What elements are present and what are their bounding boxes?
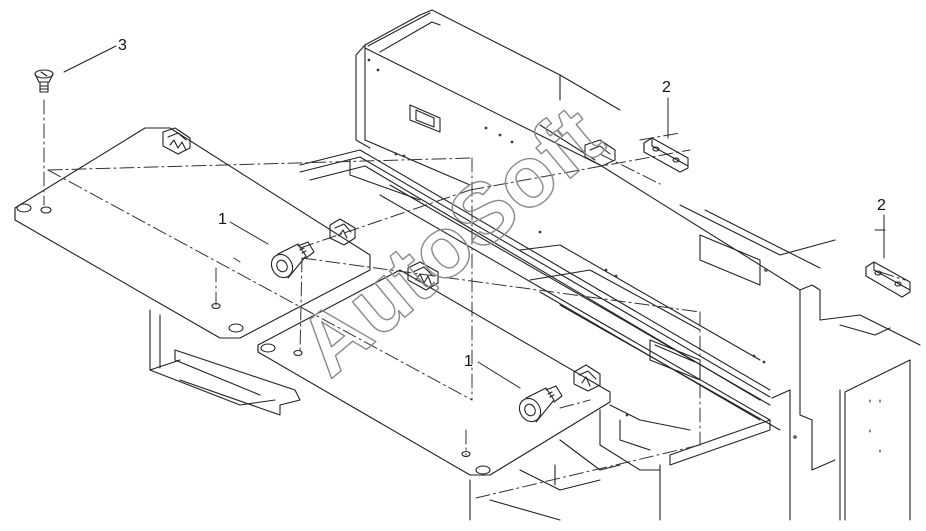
socket-bolt-lower <box>518 385 563 423</box>
hinge-brackets <box>162 127 616 392</box>
part-label-1-lower: 1 <box>464 353 473 370</box>
clip-plate-right <box>865 261 911 298</box>
part-label-2-upper: 2 <box>662 79 671 96</box>
part-label-3: 3 <box>118 37 127 54</box>
part-label-1-upper: 1 <box>218 211 227 228</box>
leader-lines <box>63 45 885 389</box>
machine-frame <box>299 9 921 521</box>
countersunk-screw <box>34 69 54 93</box>
part-label-2-right: 2 <box>877 197 886 214</box>
clip-plate-upper <box>643 137 689 173</box>
mounting-plate-lower <box>257 269 611 476</box>
frame-rivets <box>367 58 797 439</box>
watermark-text: AutoSoft <box>281 88 621 395</box>
mounting-plate-upper <box>14 127 371 416</box>
socket-bolt-upper <box>270 241 315 279</box>
